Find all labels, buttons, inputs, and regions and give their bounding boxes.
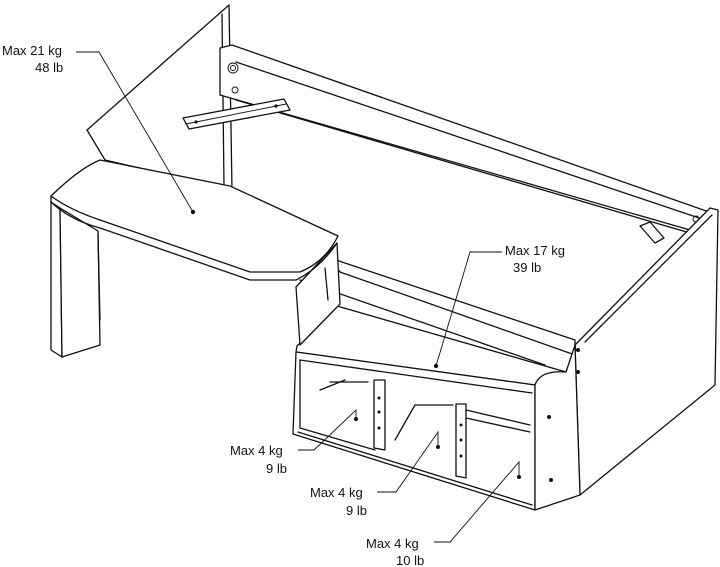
shelf-1-max-kg-label: Max 4 kg	[230, 443, 283, 458]
footboard-panel	[574, 207, 719, 496]
shelf-3-max-lb-label: 10 lb	[396, 553, 424, 567]
top-max-lb-label: 39 lb	[513, 260, 541, 275]
shelf-3-max-kg-label: Max 4 kg	[366, 536, 419, 551]
desk	[50, 159, 341, 358]
top-max-kg-label: Max 17 kg	[505, 243, 565, 258]
shelf-2-max-kg-label: Max 4 kg	[310, 485, 363, 500]
shelf-1-max-lb-label: 9 lb	[266, 461, 287, 476]
support-bracket-right	[639, 221, 665, 244]
storage-unit	[292, 305, 581, 511]
support-bracket-left	[182, 98, 291, 130]
leader-lines	[76, 51, 520, 543]
desk-max-kg-label: Max 21 kg	[2, 43, 62, 58]
back-rail	[219, 44, 713, 234]
desk-max-lb-label: 48 lb	[35, 60, 63, 75]
shelf-2-max-lb-label: 9 lb	[346, 503, 367, 518]
